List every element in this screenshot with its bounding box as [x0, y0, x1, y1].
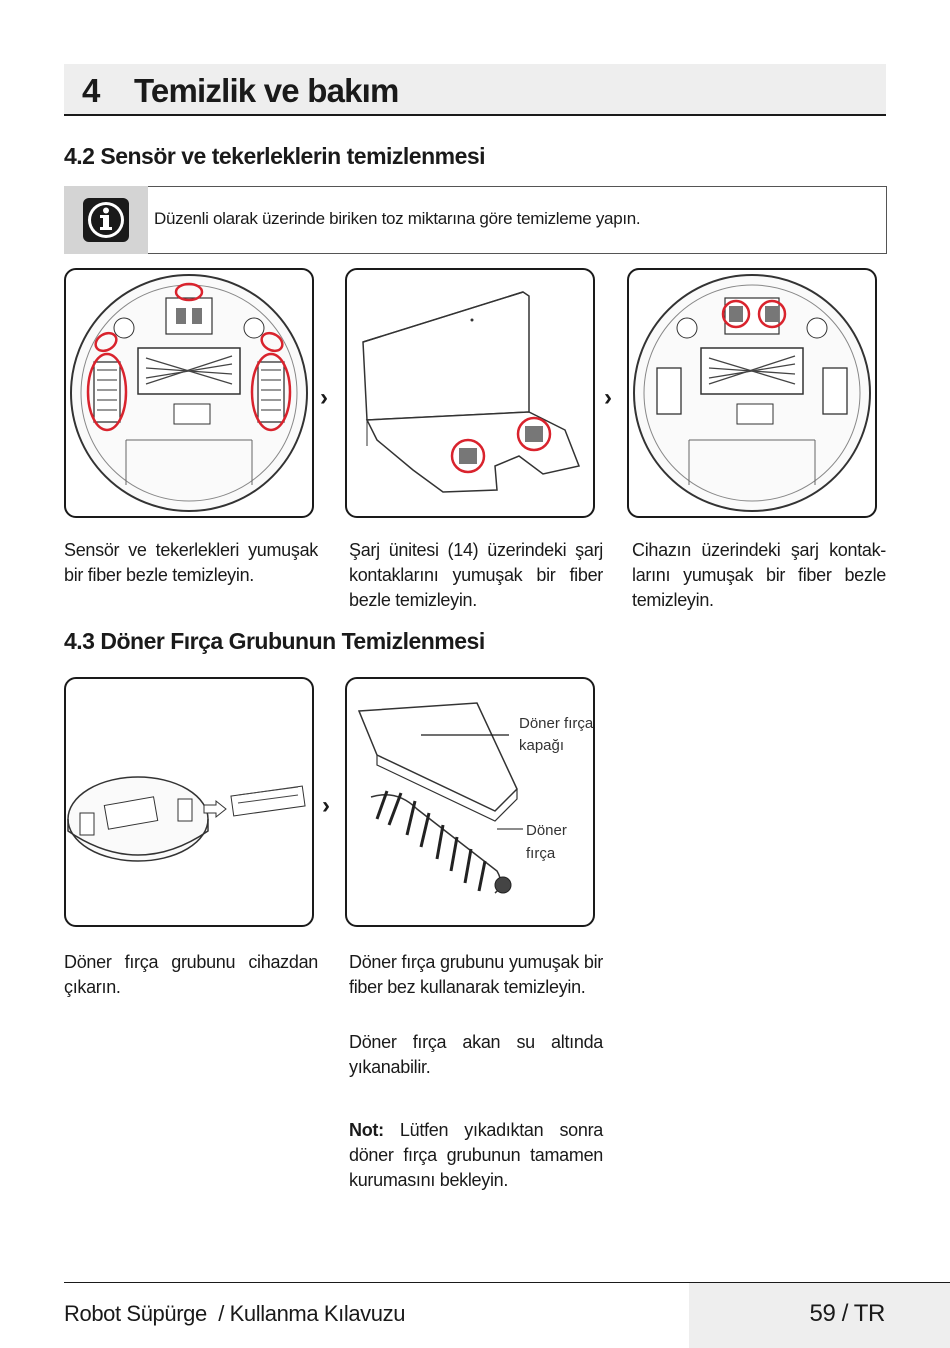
arrow-right-icon: ›	[322, 792, 330, 819]
info-text: Düzenli olarak üzerinde biriken toz mikt…	[154, 209, 641, 228]
figure-robot-underside-contacts	[627, 268, 877, 518]
label-brush-2: fırça	[526, 845, 556, 862]
figure-brush-parts	[345, 677, 595, 927]
footer-page-box	[689, 1283, 950, 1348]
section-title-4-2: 4.2 Sensör ve tekerleklerin temizlenmesi	[64, 143, 486, 169]
caption-sensors-wheels: Sensör ve tekerlekleri yumuşak bir fiber…	[64, 540, 318, 585]
figure-robot-underside-sensors	[64, 268, 314, 518]
caption-clean-brush: Döner fırça grubunu yumuşak bir fiber be…	[349, 952, 603, 997]
caption-base-contacts: Şarj ünitesi (14) üzerindeki şarj kontak…	[349, 540, 603, 610]
footer-divider	[64, 1282, 950, 1283]
label-brush-cover-2: kapağı	[519, 737, 565, 754]
chapter-header-bar	[64, 64, 886, 116]
label-brush-cover-1: Döner fırça	[519, 715, 594, 732]
caption-wash-brush: Döner fırça akan su altında yıkanabilir.	[349, 1032, 603, 1077]
note-paragraph: Not: Lütfen yıkadıktan sonra döner fırça…	[349, 1118, 603, 1193]
footer-manual-title: Robot Süpürge / Kullanma Kılavuzu	[64, 1301, 406, 1326]
arrow-right-icon: ›	[604, 384, 612, 411]
figure-charging-base	[345, 268, 595, 518]
note-label: Not:	[349, 1120, 384, 1140]
chapter-title: Temizlik ve bakım	[134, 72, 399, 109]
caption-remove-brush: Döner fırça grubunu cihazdan çıkarın.	[64, 952, 318, 997]
caption-device-contacts: Cihazın üzerindeki şarj kontak-larını yu…	[632, 540, 886, 610]
chapter-number: 4	[82, 72, 100, 109]
info-icon	[83, 198, 129, 242]
info-icon-cell	[64, 186, 148, 254]
label-brush-1: Döner	[526, 822, 567, 839]
footer-page-number: 59 / TR	[809, 1300, 886, 1327]
figure-brush-removal	[64, 677, 314, 927]
section-title-4-3: 4.3 Döner Fırça Grubunun Temizlenmesi	[64, 628, 485, 654]
note-text: Lütfen yıkadıktan sonra döner fırça grub…	[349, 1120, 603, 1190]
arrow-right-icon: ›	[320, 384, 328, 411]
